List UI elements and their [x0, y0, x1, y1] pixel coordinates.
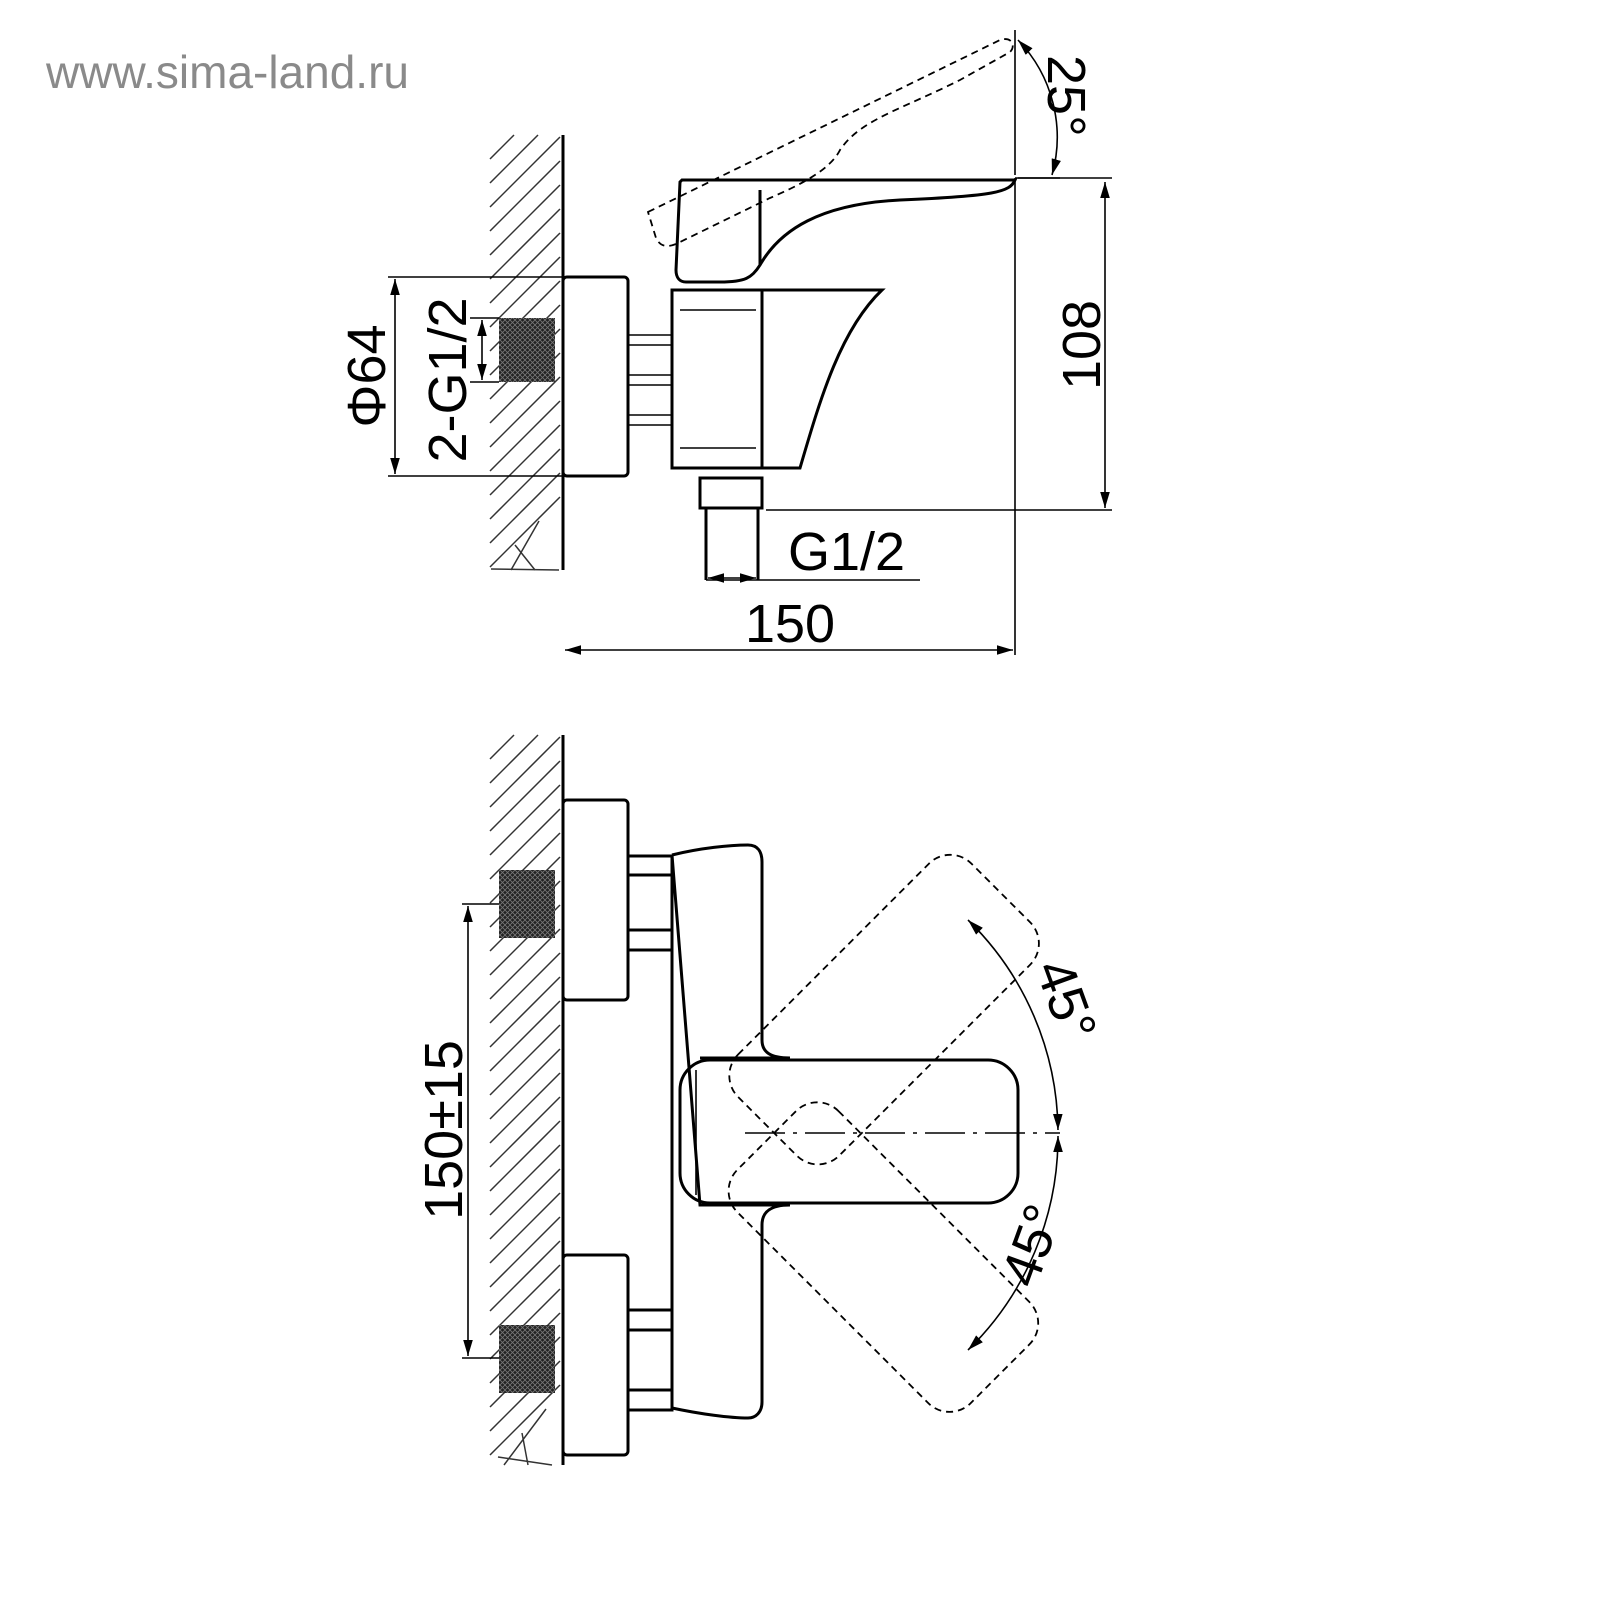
upper-angle-arc — [967, 919, 1063, 1131]
hatch-line — [489, 760, 561, 832]
hatch-line — [489, 734, 539, 784]
handle-down-position — [727, 1101, 1040, 1413]
hatch-line — [489, 232, 561, 304]
hatch-line — [489, 1000, 561, 1072]
hatch-line — [521, 1432, 529, 1466]
hatch-line — [489, 184, 561, 256]
outlet-connector — [698, 476, 764, 580]
hatch-line — [489, 734, 515, 760]
hatch-line — [489, 472, 561, 544]
hatch-line — [489, 928, 561, 1000]
hatch-line — [489, 1168, 561, 1240]
hatch-line — [489, 1072, 561, 1144]
outlet-g12-label: G1/2 — [788, 522, 905, 582]
flange-diameter-label: Φ64 — [337, 324, 397, 427]
hatch-line — [489, 376, 561, 448]
hatch-line — [489, 160, 561, 232]
inlet-extension — [470, 317, 499, 383]
inlet-label: 2-G1/2 — [418, 297, 478, 462]
hatch-line — [489, 136, 561, 208]
hatch-line — [490, 568, 560, 571]
wall-flange — [561, 275, 630, 478]
lower-threaded-inlet — [499, 1325, 555, 1393]
hatch-line — [489, 134, 515, 160]
hatch-line — [489, 448, 561, 520]
angle-25-label: 25° — [1036, 55, 1096, 137]
hatch-line — [497, 1456, 553, 1466]
connector-pipe — [628, 334, 672, 426]
hatch-line — [489, 496, 561, 568]
watermark: www.sima-land.ru — [45, 46, 409, 98]
wall-hatching — [489, 134, 561, 571]
hatch-line — [489, 952, 561, 1024]
center-distance-label: 150±15 — [414, 1040, 474, 1220]
hatch-line — [510, 520, 540, 571]
hatch-line — [489, 976, 561, 1048]
hatch-line — [489, 1264, 561, 1336]
hatch-line — [489, 424, 561, 496]
upper-flange — [561, 798, 630, 1002]
hatch-line — [503, 1408, 547, 1466]
handle-lever — [678, 1058, 1020, 1205]
hatch-line — [489, 1120, 561, 1192]
angle-arc — [1017, 39, 1061, 176]
height-extension — [766, 177, 1112, 511]
hatch-line — [489, 400, 561, 472]
lower-flange — [561, 1253, 630, 1457]
hatch-line — [489, 1216, 561, 1288]
flange-extension — [388, 276, 563, 477]
upper-nut — [628, 854, 674, 952]
hatch-line — [489, 1024, 561, 1096]
lower-angle-45-label: 45° — [990, 1197, 1074, 1294]
handle-lever — [674, 178, 1018, 284]
center-distance-extension — [462, 903, 499, 1359]
upper-threaded-inlet — [499, 870, 555, 938]
hatch-line — [489, 1144, 561, 1216]
hatch-line — [489, 1192, 561, 1264]
hatch-line — [489, 1384, 561, 1456]
valve-body — [670, 288, 764, 470]
lower-nut — [628, 1308, 674, 1412]
hatch-line — [489, 808, 561, 880]
hatch-line — [489, 1096, 561, 1168]
body-detail — [680, 309, 756, 449]
hatch-line — [489, 736, 561, 808]
hatch-line — [489, 1240, 561, 1312]
front-view: 45° 45° 150±15 — [414, 734, 1108, 1466]
handle-up-position — [728, 853, 1040, 1166]
height-108-label: 108 — [1052, 300, 1112, 390]
depth-150-label: 150 — [745, 594, 835, 654]
spout-body — [762, 288, 886, 470]
lower-angle-arc — [967, 1135, 1063, 1351]
side-view: 25° 108 150 G1/2 Φ64 2-G1/2 — [337, 30, 1112, 655]
valve-body — [670, 843, 791, 1420]
hatch-line — [489, 1048, 561, 1120]
hatch-line — [489, 134, 539, 184]
hatch-line — [489, 208, 561, 280]
upper-angle-45-label: 45° — [1024, 952, 1108, 1049]
threaded-inlet — [499, 318, 555, 382]
raised-handle-outline — [646, 38, 1014, 247]
hatch-line — [514, 544, 536, 571]
hatch-line — [489, 784, 561, 856]
hatch-line — [489, 256, 561, 328]
